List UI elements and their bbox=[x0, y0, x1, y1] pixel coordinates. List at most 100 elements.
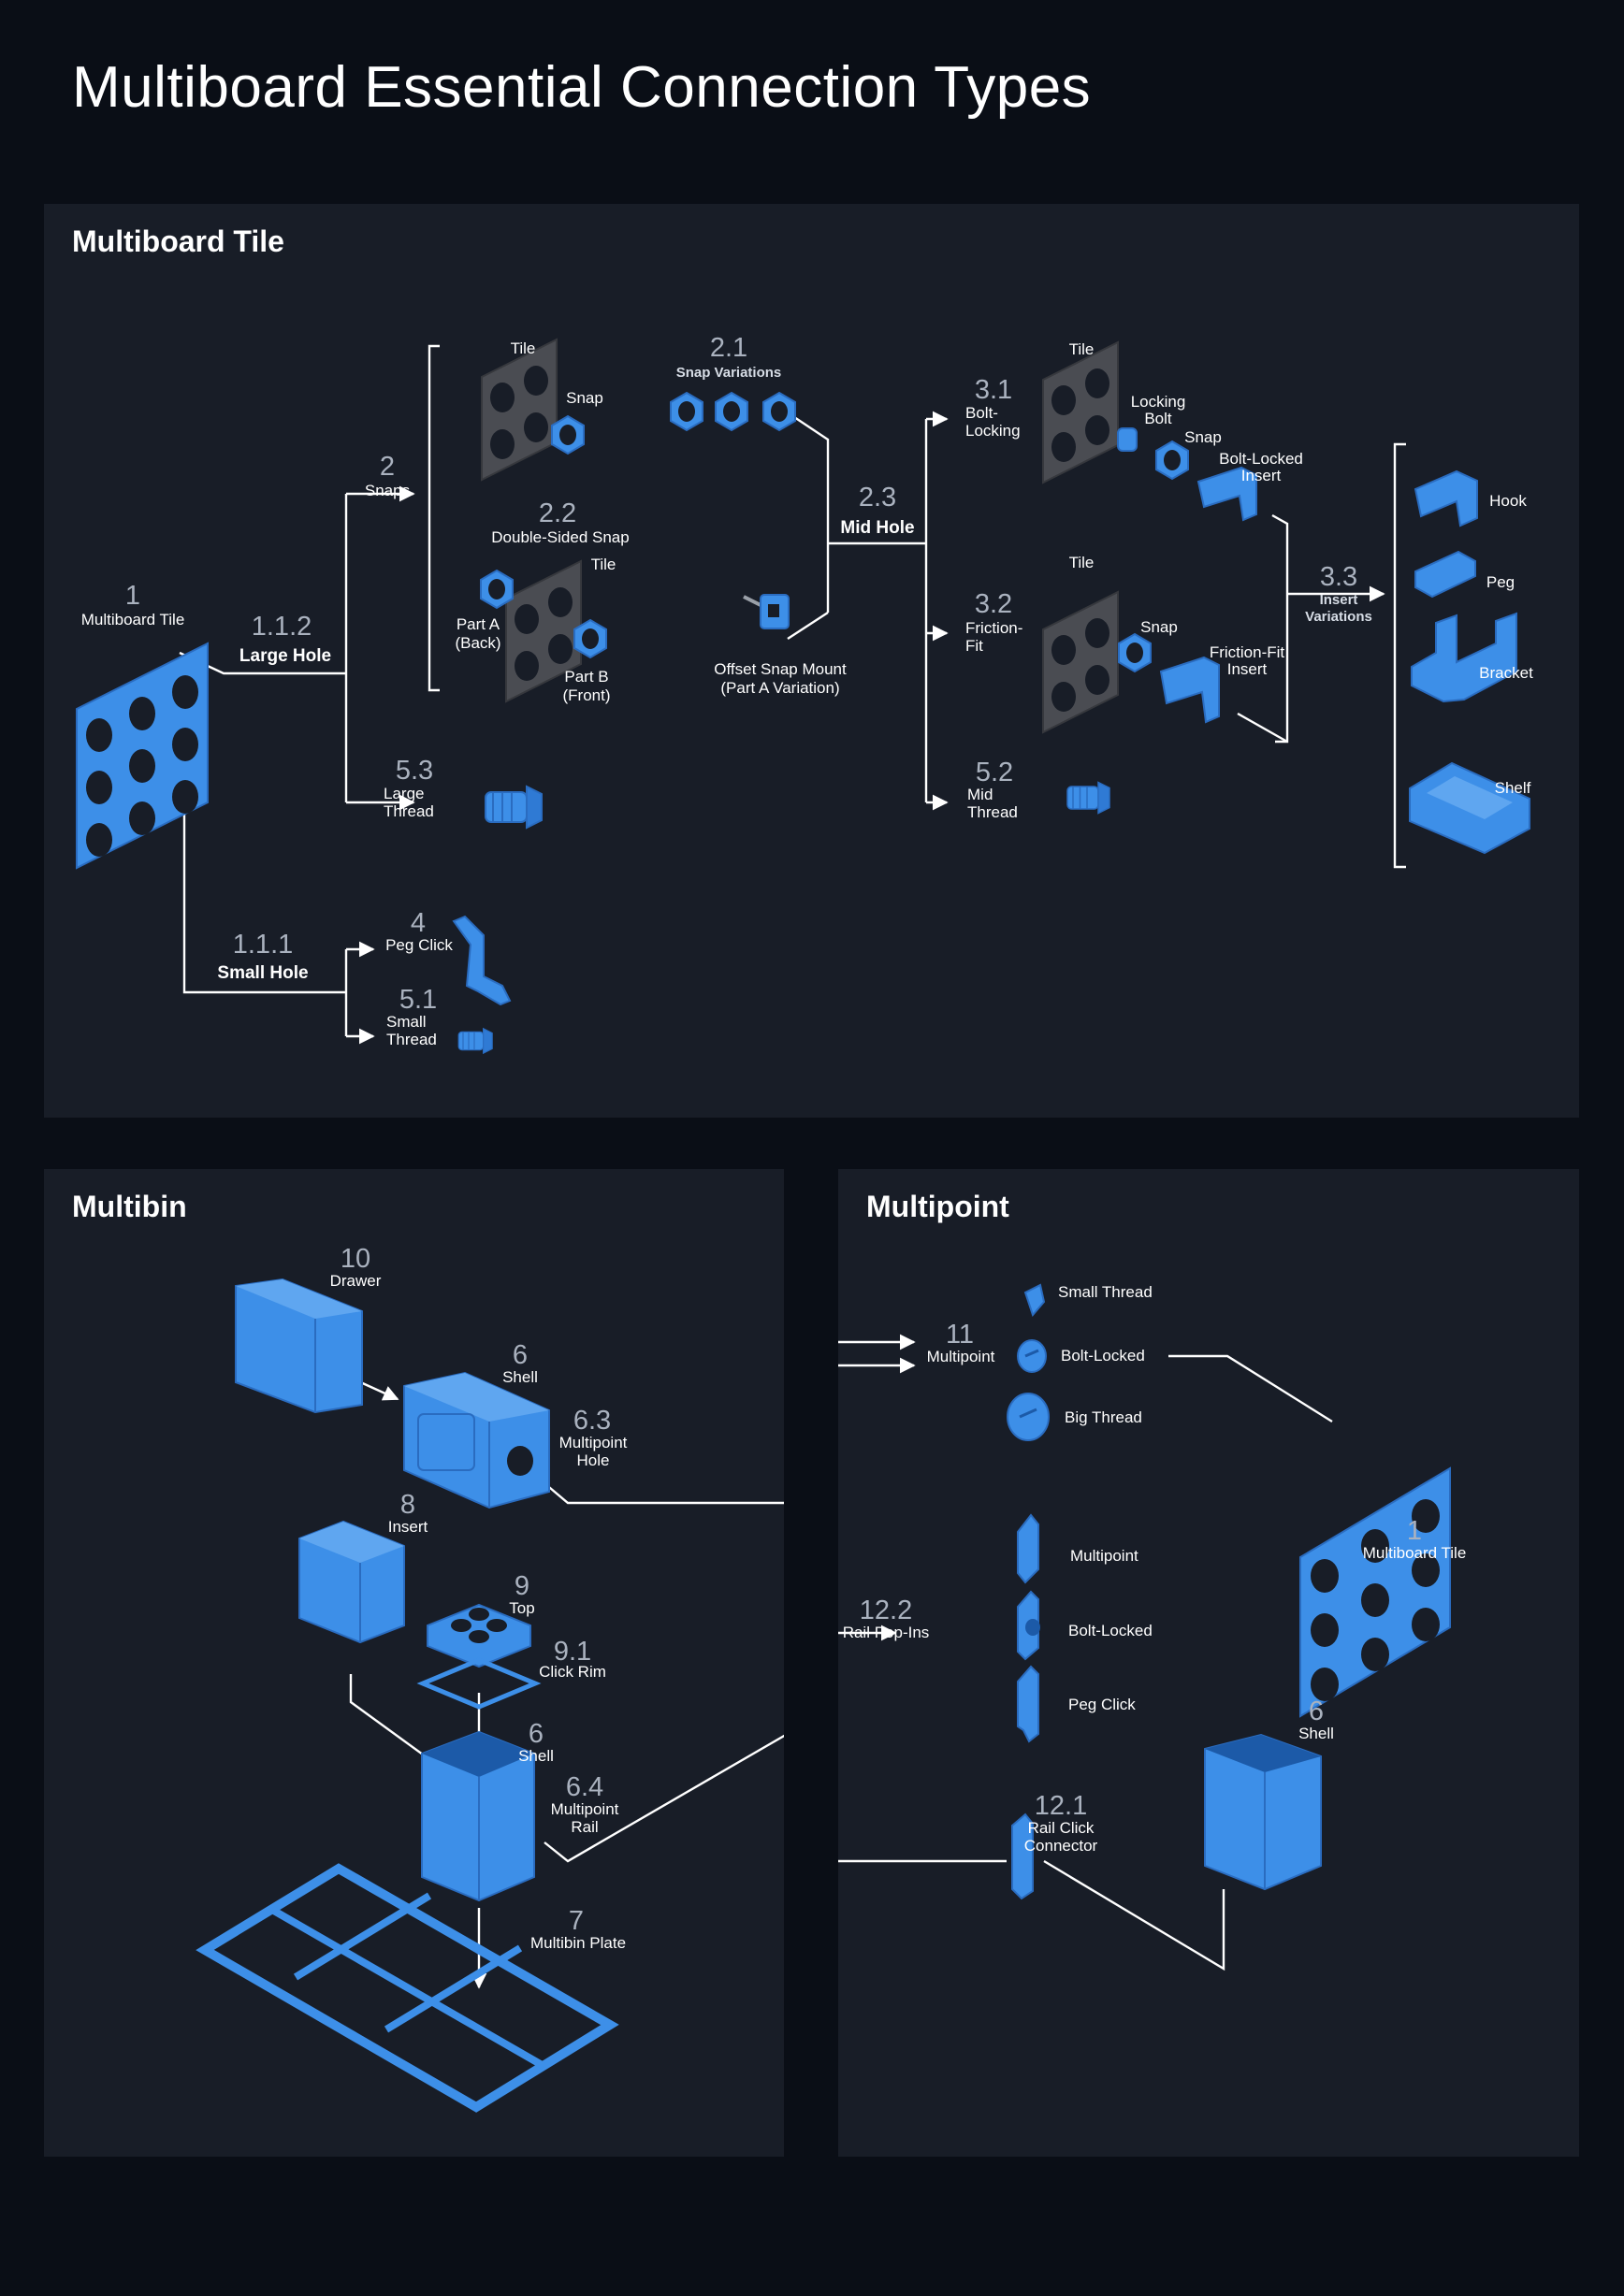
node-52-label-line-1: Mid bbox=[967, 786, 993, 803]
mp-type-big-thread: Big Thread bbox=[1065, 1408, 1142, 1426]
mp-bolt-locked-part bbox=[1017, 1339, 1047, 1373]
mp-big-thread-part bbox=[1007, 1393, 1050, 1441]
rail-type-multipoint: Multipoint bbox=[1070, 1547, 1138, 1565]
rail-multipoint-part bbox=[1017, 1513, 1039, 1584]
snap-label-d: Snap bbox=[1140, 618, 1178, 636]
node-9-number: 9 bbox=[515, 1571, 529, 1601]
node-63-label-line-2: Hole bbox=[577, 1451, 610, 1469]
friction-insert-line-1: Friction-Fit bbox=[1210, 643, 1285, 661]
friction-fit-part bbox=[1042, 591, 1220, 733]
node-4-number: 4 bbox=[411, 908, 426, 938]
multiboard-tile-diagram: 1 Multiboard Tile 1.1.2 Large Hole 2 Sna… bbox=[76, 333, 1533, 1054]
part-b-label-line-1: Part B bbox=[564, 668, 608, 686]
snap-variations-part bbox=[670, 392, 796, 431]
snap-label-c: Snap bbox=[1184, 428, 1222, 446]
node-6-mp-label: Shell bbox=[1298, 1725, 1334, 1742]
node-64-label-line-1: Multipoint bbox=[551, 1800, 619, 1818]
tile-label-b: Tile bbox=[591, 556, 616, 573]
node-111-label: Small Hole bbox=[217, 963, 308, 983]
node-64-label-line-2: Rail bbox=[571, 1818, 598, 1836]
node-1-number: 1 bbox=[125, 581, 140, 611]
node-111-number: 1.1.1 bbox=[233, 930, 294, 960]
mid-thread-part bbox=[1066, 781, 1110, 815]
mp-small-thread-part bbox=[1023, 1283, 1046, 1317]
friction-insert-line-2: Insert bbox=[1227, 660, 1268, 678]
node-91-number: 9.1 bbox=[554, 1637, 591, 1667]
node-21-number: 2.1 bbox=[710, 333, 747, 363]
node-10-label: Drawer bbox=[330, 1272, 382, 1290]
multipoint-panel: Multipoint bbox=[838, 1169, 1579, 2157]
node-7-number: 7 bbox=[569, 1906, 584, 1936]
node-112-label: Large Hole bbox=[239, 646, 331, 666]
click-rim-part bbox=[416, 1657, 542, 1710]
snap-label-a: Snap bbox=[566, 389, 603, 407]
rail-type-peg-click: Peg Click bbox=[1068, 1696, 1136, 1713]
multiboard-tile-part-mp bbox=[1299, 1467, 1451, 1717]
node-31-number: 3.1 bbox=[975, 375, 1012, 405]
insert-part bbox=[298, 1520, 405, 1644]
node-21-label: Snap Variations bbox=[676, 365, 782, 381]
node-1-mp-number: 1 bbox=[1407, 1516, 1422, 1546]
node-51-number: 5.1 bbox=[399, 985, 437, 1015]
part-a-label-line-2: (Back) bbox=[455, 634, 500, 652]
offset-snap-mount-part bbox=[743, 594, 790, 629]
node-122-label: Rail Pop-Ins bbox=[843, 1624, 930, 1641]
node-121-number: 12.1 bbox=[1035, 1791, 1087, 1821]
shell-part-top bbox=[403, 1371, 550, 1509]
rail-click-connector-part bbox=[1011, 1812, 1034, 1900]
shell-part-mp bbox=[1204, 1733, 1322, 1891]
node-1-mp-label: Multiboard Tile bbox=[1363, 1544, 1467, 1562]
shelf-part bbox=[1409, 761, 1530, 855]
mp-type-bolt-locked: Bolt-Locked bbox=[1061, 1347, 1145, 1365]
peg-click-part bbox=[452, 915, 512, 1006]
node-22-number: 2.2 bbox=[539, 498, 576, 528]
multipoint-diagram: 11 Multipoint Small Thread Bolt-Locked B… bbox=[838, 1283, 1467, 1971]
node-53-label-line-1: Large bbox=[384, 785, 424, 802]
mp-type-small-thread: Small Thread bbox=[1058, 1283, 1153, 1301]
bolt-locked-insert-line-2: Insert bbox=[1241, 467, 1282, 484]
node-53-number: 5.3 bbox=[396, 756, 433, 786]
node-32-label-line-2: Fit bbox=[965, 637, 983, 655]
node-6b-number: 6 bbox=[529, 1719, 544, 1749]
connector-lines bbox=[179, 344, 1406, 1045]
node-63-label-line-1: Multipoint bbox=[559, 1434, 628, 1451]
node-33-label-line-1: Insert bbox=[1320, 592, 1358, 608]
panel-title-multipoint: Multipoint bbox=[866, 1190, 1009, 1223]
offset-snap-label-line-1: Offset Snap Mount bbox=[714, 660, 847, 678]
node-8-number: 8 bbox=[400, 1490, 415, 1520]
node-8-label: Insert bbox=[388, 1518, 428, 1536]
tile-label-c: Tile bbox=[1069, 340, 1095, 358]
drawer-part bbox=[235, 1278, 363, 1414]
node-31-label-line-2: Locking bbox=[965, 422, 1021, 440]
node-32-number: 3.2 bbox=[975, 589, 1012, 619]
bracket-part bbox=[1411, 612, 1517, 703]
page-title: Multiboard Essential Connection Types bbox=[72, 55, 1092, 120]
node-4-label: Peg Click bbox=[385, 936, 453, 954]
node-33-label-line-2: Variations bbox=[1305, 609, 1372, 625]
node-33-number: 3.3 bbox=[1320, 562, 1357, 592]
bolt-locked-insert-line-1: Bolt-Locked bbox=[1219, 450, 1303, 468]
variation-shelf-label: Shelf bbox=[1495, 779, 1531, 797]
multiboard-tile-panel: Multiboard Tile bbox=[44, 204, 1579, 1118]
hook-part bbox=[1414, 469, 1478, 527]
node-6b-label: Shell bbox=[518, 1747, 554, 1765]
node-6a-number: 6 bbox=[513, 1340, 528, 1370]
node-9-label: Top bbox=[509, 1599, 534, 1617]
multiboard-tile-part bbox=[76, 643, 209, 869]
node-6-mp-number: 6 bbox=[1309, 1697, 1324, 1726]
node-121-label-line-1: Rail Click bbox=[1028, 1819, 1095, 1837]
multibin-plate-part bbox=[196, 1863, 619, 2113]
node-121-label-line-2: Connector bbox=[1024, 1837, 1098, 1855]
node-122-number: 12.2 bbox=[860, 1596, 912, 1625]
variation-hook-label: Hook bbox=[1489, 492, 1527, 510]
rail-bolt-locked-part bbox=[1017, 1590, 1040, 1661]
multibin-diagram: 10 Drawer 6 Shell 6.3 Multipoint Hole 8 … bbox=[196, 1244, 784, 2113]
node-11-number: 11 bbox=[946, 1320, 974, 1350]
node-64-number: 6.4 bbox=[566, 1772, 603, 1802]
peg-part bbox=[1414, 550, 1476, 599]
node-2-label: Snaps bbox=[365, 482, 410, 499]
panel-title-multiboard-tile: Multiboard Tile bbox=[72, 224, 284, 258]
node-1-label: Multiboard Tile bbox=[81, 611, 185, 628]
node-51-label-line-2: Thread bbox=[386, 1031, 437, 1048]
node-11-label: Multipoint bbox=[927, 1348, 995, 1365]
